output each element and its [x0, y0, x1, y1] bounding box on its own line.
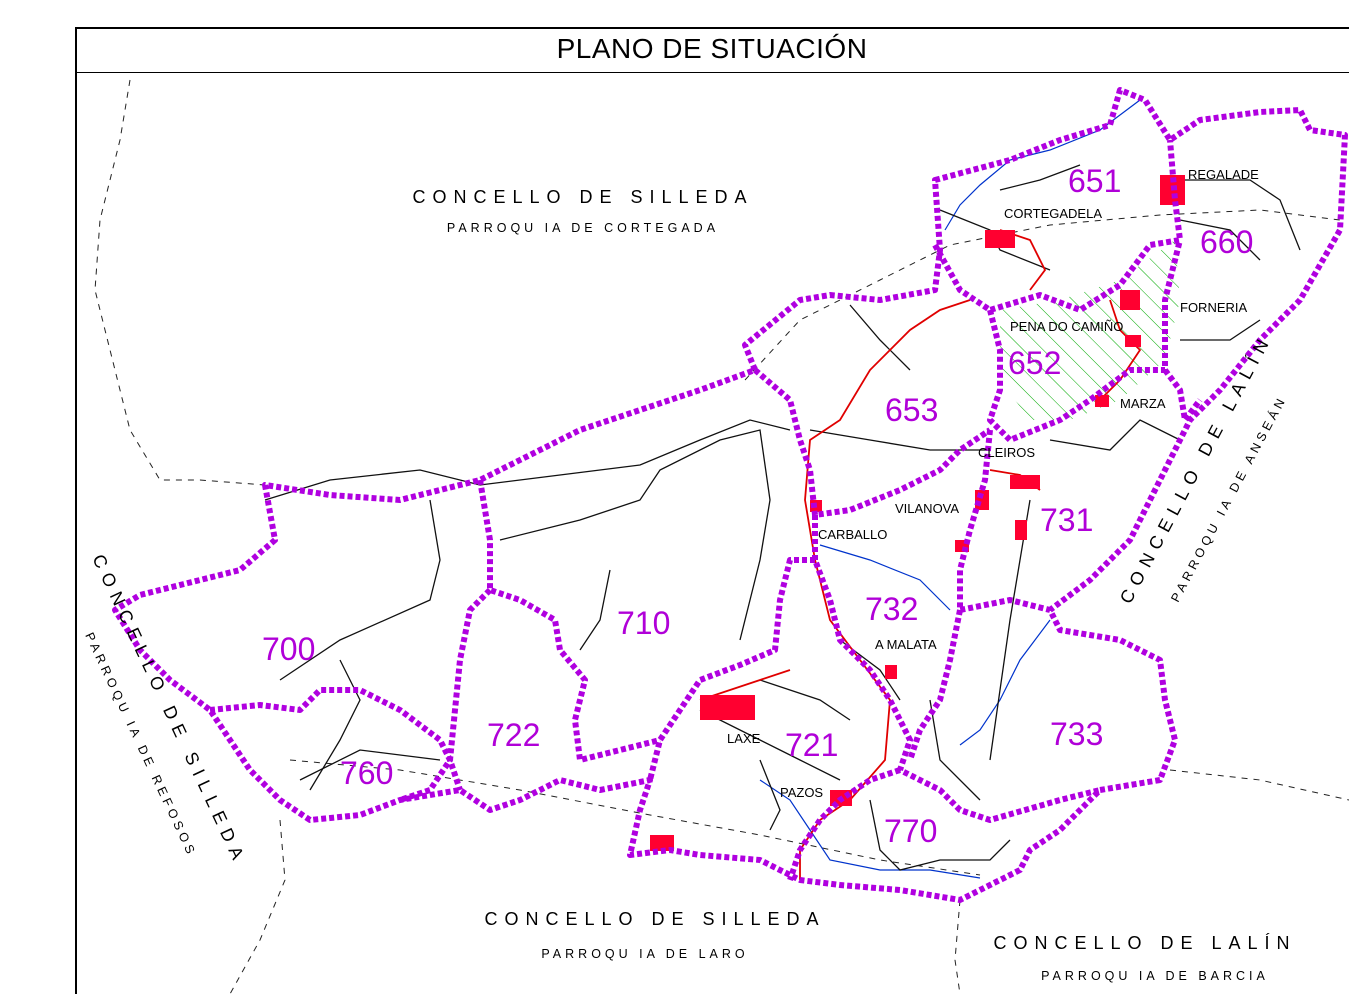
zone-label-722: 722 — [487, 717, 540, 753]
zone-boundary-770 — [787, 767, 901, 881]
place-cleiros: CLEIROS — [978, 445, 1035, 460]
zone-label-733: 733 — [1050, 716, 1103, 752]
zone-boundary-721 — [647, 557, 815, 781]
north-parroquia-label: PARROQU IA DE CORTEGADA — [447, 221, 719, 235]
south-concello-label: CONCELLO DE SILLEDA — [484, 909, 825, 929]
map-frame — [75, 27, 1349, 994]
place-pazos: PAZOS — [780, 785, 823, 800]
place-carballo: CARBALLO — [818, 527, 887, 542]
zone-boundaries — [112, 87, 1348, 903]
zone-boundary-651 — [932, 139, 1183, 313]
place-forneria: FORNERIA — [1180, 300, 1248, 315]
zone-label-732: 732 — [865, 591, 918, 627]
map-title: PLANO DE SITUACIÓN — [556, 33, 868, 64]
zone-label-731: 731 — [1040, 502, 1093, 538]
zone-label-760: 760 — [340, 755, 393, 791]
southeast-concello-label: CONCELLO DE LALÍN — [993, 933, 1296, 953]
place-regalade: REGALADE — [1188, 167, 1259, 182]
zone-label-651: 651 — [1068, 163, 1121, 199]
zone-boundary-653 — [753, 367, 992, 518]
hatched-area-652 — [1000, 240, 1180, 420]
zone-label-653: 653 — [885, 392, 938, 428]
zone-label-721: 721 — [785, 727, 838, 763]
place-cortegadela: CORTEGADELA — [1004, 206, 1102, 221]
zone-boundary-760 — [209, 687, 453, 803]
zone-boundary-731 — [957, 429, 1051, 613]
zone-boundary-652 — [987, 239, 1183, 443]
place-marza: MARZA — [1120, 396, 1166, 411]
zone-label-652: 652 — [1008, 345, 1061, 381]
zone-label-700: 700 — [262, 631, 315, 667]
southeast-parroquia-label: PARROQU IA DE BARCIA — [1041, 969, 1269, 983]
north-concello-label: CONCELLO DE SILLEDA — [412, 187, 753, 207]
title-band: PLANO DE SITUACIÓN — [75, 27, 1349, 73]
zone-boundary-722 — [447, 587, 493, 791]
rivers — [759, 99, 1141, 879]
place-labels: REGALADE CORTEGADELA FORNERIA PENA DO CA… — [727, 167, 1259, 800]
place-pena-do-camino: PENA DO CAMIÑO — [1010, 319, 1123, 334]
zone-boundary-660-east — [1162, 368, 1203, 423]
zone-label-770: 770 — [884, 813, 937, 849]
zone-boundary-outer — [112, 87, 1348, 903]
zone-label-660: 660 — [1200, 224, 1253, 260]
place-laxe: LAXE — [727, 731, 761, 746]
south-parroquia-label: PARROQU IA DE LARO — [541, 947, 748, 961]
place-vilanova: VILANOVA — [895, 501, 959, 516]
place-a-malata: A MALATA — [875, 637, 937, 652]
zone-boundary-710 — [477, 479, 661, 763]
zone-label-710: 710 — [617, 605, 670, 641]
zone-labels: 651 660 652 653 731 732 710 700 722 721 … — [262, 163, 1253, 849]
zone-boundary-732 — [812, 515, 1101, 823]
zone-boundary-733 — [907, 609, 963, 761]
